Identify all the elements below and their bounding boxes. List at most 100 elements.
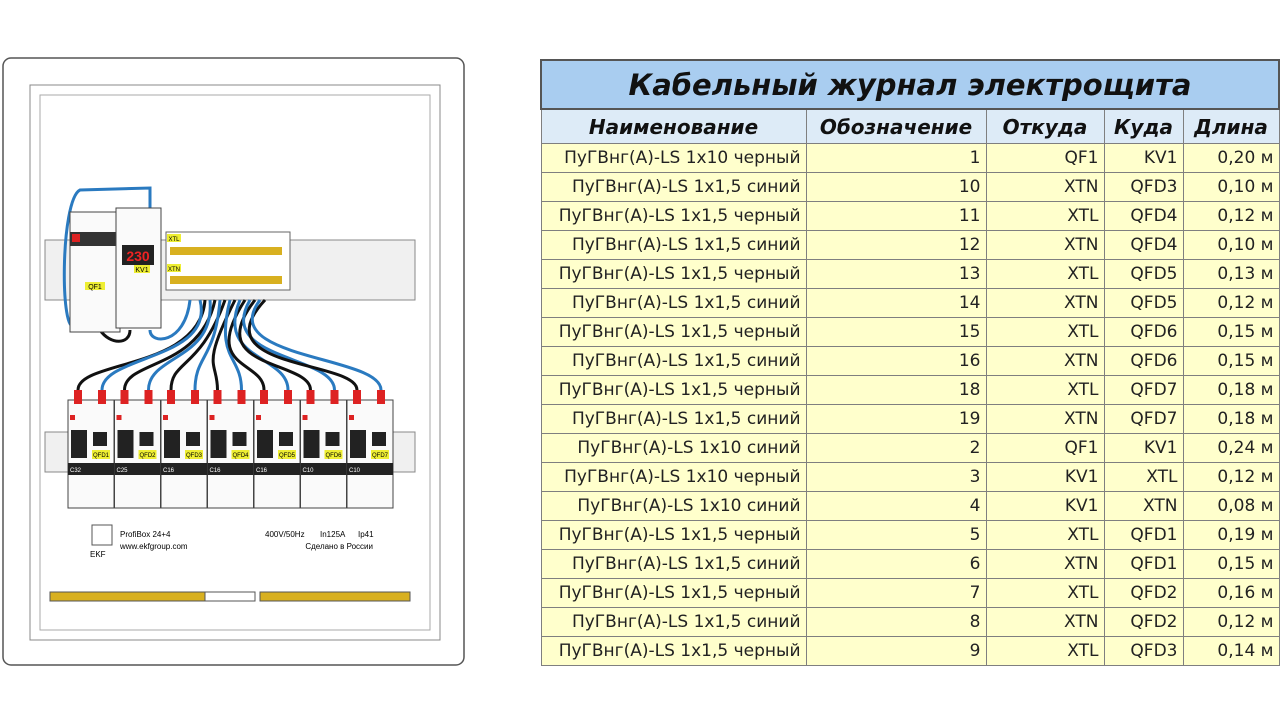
designation: 19 bbox=[805, 404, 987, 434]
col-name: Наименование bbox=[540, 108, 807, 144]
from: XTN bbox=[985, 549, 1105, 579]
cable-name: ПуГВнг(А)-LS 1х1,5 синий bbox=[540, 404, 807, 434]
to: QFD2 bbox=[1103, 607, 1184, 637]
to: KV1 bbox=[1103, 143, 1184, 173]
designation: 14 bbox=[805, 288, 987, 318]
to: QFD6 bbox=[1103, 346, 1184, 376]
model-label: ProfiBox 24+4 bbox=[120, 530, 171, 539]
bus-bar-right bbox=[259, 591, 411, 602]
length: 0,15 м bbox=[1182, 549, 1280, 579]
from: XTN bbox=[985, 230, 1105, 260]
cable-name: ПуГВнг(А)-LS 1х1,5 синий bbox=[540, 172, 807, 202]
bus-bar-left bbox=[49, 591, 206, 602]
to: QFD4 bbox=[1103, 201, 1184, 231]
to: QFD6 bbox=[1103, 317, 1184, 347]
to: QFD1 bbox=[1103, 520, 1184, 550]
length: 0,12 м bbox=[1182, 288, 1280, 318]
wires bbox=[62, 186, 383, 391]
from: KV1 bbox=[985, 462, 1105, 492]
breaker-rating: C32 bbox=[70, 468, 82, 474]
breaker-rating: C25 bbox=[117, 468, 129, 474]
length: 0,10 м bbox=[1182, 230, 1280, 260]
to: QFD7 bbox=[1103, 404, 1184, 434]
designation: 10 bbox=[805, 172, 987, 202]
length: 0,12 м bbox=[1182, 607, 1280, 637]
designation: 3 bbox=[805, 462, 987, 492]
designation: 2 bbox=[805, 433, 987, 463]
breaker-rating: C10 bbox=[303, 468, 315, 474]
to: QFD7 bbox=[1103, 375, 1184, 405]
from: XTL bbox=[985, 259, 1105, 289]
cable-name: ПуГВнг(А)-LS 1х1,5 черный bbox=[540, 520, 807, 550]
length: 0,18 м bbox=[1182, 404, 1280, 434]
designation: 15 bbox=[805, 317, 987, 347]
ip-label: Ip41 bbox=[358, 530, 374, 539]
cable-name: ПуГВнг(А)-LS 1х1,5 черный bbox=[540, 375, 807, 405]
breaker-id: QFD5 bbox=[279, 453, 296, 459]
length: 0,15 м bbox=[1182, 346, 1280, 376]
xtn-label: XTN bbox=[168, 267, 180, 273]
to: QFD1 bbox=[1103, 549, 1184, 579]
length: 0,15 м bbox=[1182, 317, 1280, 347]
from: XTL bbox=[985, 578, 1105, 608]
from: XTN bbox=[985, 172, 1105, 202]
from: QF1 bbox=[985, 143, 1105, 173]
length: 0,14 м bbox=[1182, 636, 1280, 666]
to: QFD5 bbox=[1103, 288, 1184, 318]
breaker-id: QFD3 bbox=[186, 453, 203, 459]
xtl-label: XTL bbox=[168, 237, 180, 243]
designation: 4 bbox=[805, 491, 987, 521]
nameplate: EKF ProfiBox 24+4 www.ekfgroup.com 400V/… bbox=[90, 524, 374, 559]
breaker-rating: C16 bbox=[256, 468, 268, 474]
length: 0,24 м bbox=[1182, 433, 1280, 463]
length: 0,16 м bbox=[1182, 578, 1280, 608]
length: 0,19 м bbox=[1182, 520, 1280, 550]
voltage-display: 230 bbox=[126, 248, 150, 264]
designation: 16 bbox=[805, 346, 987, 376]
switchboard-diagram: QF1 230 KV1 XTL XTN QFD1C32QFD2C25QFD3C1… bbox=[2, 57, 465, 666]
from: XTL bbox=[985, 520, 1105, 550]
cable-name: ПуГВнг(А)-LS 1х10 черный bbox=[540, 462, 807, 492]
length: 0,12 м bbox=[1182, 462, 1280, 492]
designation: 13 bbox=[805, 259, 987, 289]
to: QFD2 bbox=[1103, 578, 1184, 608]
to: QFD4 bbox=[1103, 230, 1184, 260]
cable-name: ПуГВнг(А)-LS 1х1,5 синий bbox=[540, 288, 807, 318]
breaker-id: QFD6 bbox=[325, 453, 342, 459]
designation: 6 bbox=[805, 549, 987, 579]
site-label: www.ekfgroup.com bbox=[119, 542, 188, 551]
to: KV1 bbox=[1103, 433, 1184, 463]
to: QFD3 bbox=[1103, 172, 1184, 202]
from: XTN bbox=[985, 404, 1105, 434]
designation: 9 bbox=[805, 636, 987, 666]
to: XTL bbox=[1103, 462, 1184, 492]
cable-journal-table: Кабельный журнал электрощита Наименовани… bbox=[540, 59, 1280, 666]
to: QFD3 bbox=[1103, 636, 1184, 666]
cable-name: ПуГВнг(А)-LS 1х1,5 черный bbox=[540, 259, 807, 289]
cable-name: ПуГВнг(А)-LS 1х1,5 синий bbox=[540, 549, 807, 579]
cable-name: ПуГВнг(А)-LS 1х1,5 синий bbox=[540, 230, 807, 260]
length: 0,12 м bbox=[1182, 201, 1280, 231]
from: XTN bbox=[985, 346, 1105, 376]
current-label: In125A bbox=[320, 530, 346, 539]
designation: 7 bbox=[805, 578, 987, 608]
col-length: Длина bbox=[1182, 108, 1280, 144]
